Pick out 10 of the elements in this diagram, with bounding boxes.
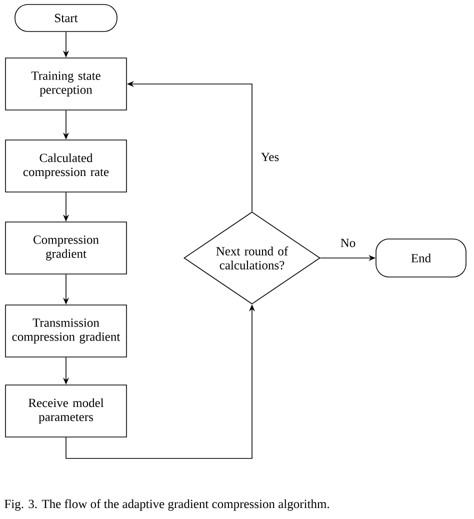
process-box: Training state perception (5, 58, 127, 110)
process-box: Compression gradient (5, 222, 127, 274)
caption: Fig. 3. The flow of the adaptive gradient compression algorithm. (4, 499, 330, 511)
edge-label: No (339, 238, 357, 248)
edge-label: Yes (260, 152, 280, 162)
process-box: Transmission compression gradient (5, 304, 127, 358)
terminal-box: End (376, 238, 466, 278)
terminal-box: Start (14, 4, 118, 32)
process-box: Calculated compression rate (5, 140, 127, 192)
process-box: Receive model parameters (5, 384, 127, 438)
